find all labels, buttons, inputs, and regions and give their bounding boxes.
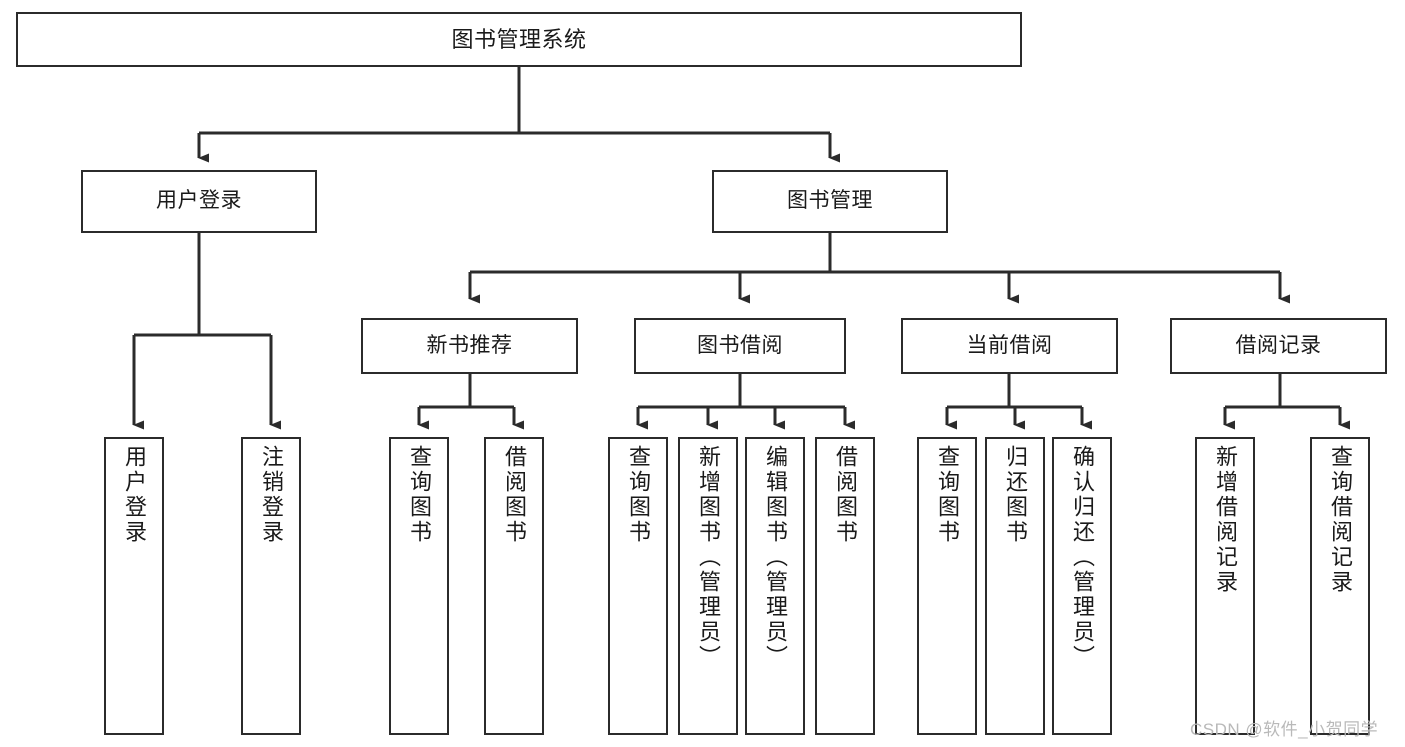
node-root-system[interactable]: 图书管理系统 <box>16 12 1022 67</box>
node-label: 借阅记录 <box>1235 333 1322 357</box>
leaf-borrow-edit-book-admin[interactable]: 编辑图书（管理员） <box>745 437 805 735</box>
node-label: 借阅图书 <box>502 445 527 545</box>
node-book-management[interactable]: 图书管理 <box>712 170 948 233</box>
node-label: 确认归还（管理员） <box>1070 445 1095 670</box>
node-label: 归还图书 <box>1003 445 1028 545</box>
leaf-recommend-borrow-book[interactable]: 借阅图书 <box>484 437 544 735</box>
node-label: 注销登录 <box>259 445 284 545</box>
node-label: 图书借阅 <box>697 333 783 357</box>
node-label: 查询图书 <box>626 445 651 545</box>
node-label: 新增图书（管理员） <box>696 445 721 670</box>
node-label: 用户登录 <box>122 445 147 545</box>
node-book-borrow[interactable]: 图书借阅 <box>634 318 846 374</box>
leaf-recommend-query-book[interactable]: 查询图书 <box>389 437 449 735</box>
leaf-user-login-login[interactable]: 用户登录 <box>104 437 164 735</box>
node-label: 新增借阅记录 <box>1213 445 1238 595</box>
node-label: 图书管理 <box>787 189 873 213</box>
node-label: 编辑图书（管理员） <box>763 445 788 670</box>
leaf-current-return-book[interactable]: 归还图书 <box>985 437 1045 735</box>
node-borrow-record[interactable]: 借阅记录 <box>1170 318 1387 374</box>
leaf-borrow-borrow-book[interactable]: 借阅图书 <box>815 437 875 735</box>
node-label: 当前借阅 <box>966 333 1053 357</box>
node-label: 查询图书 <box>935 445 960 545</box>
node-label: 借阅图书 <box>833 445 858 545</box>
node-label: 图书管理系统 <box>451 26 587 52</box>
leaf-user-login-logout[interactable]: 注销登录 <box>241 437 301 735</box>
leaf-borrow-query-book[interactable]: 查询图书 <box>608 437 668 735</box>
node-current-borrow[interactable]: 当前借阅 <box>901 318 1118 374</box>
leaf-record-query-record[interactable]: 查询借阅记录 <box>1310 437 1370 735</box>
node-label: 新书推荐 <box>426 333 513 357</box>
node-label: 用户登录 <box>156 189 242 213</box>
node-label: 查询借阅记录 <box>1328 445 1353 595</box>
node-user-login[interactable]: 用户登录 <box>81 170 317 233</box>
leaf-record-add-record[interactable]: 新增借阅记录 <box>1195 437 1255 735</box>
leaf-current-query-book[interactable]: 查询图书 <box>917 437 977 735</box>
leaf-current-confirm-return-admin[interactable]: 确认归还（管理员） <box>1052 437 1112 735</box>
node-label: 查询图书 <box>407 445 432 545</box>
node-new-book-recommend[interactable]: 新书推荐 <box>361 318 578 374</box>
leaf-borrow-add-book-admin[interactable]: 新增图书（管理员） <box>678 437 738 735</box>
